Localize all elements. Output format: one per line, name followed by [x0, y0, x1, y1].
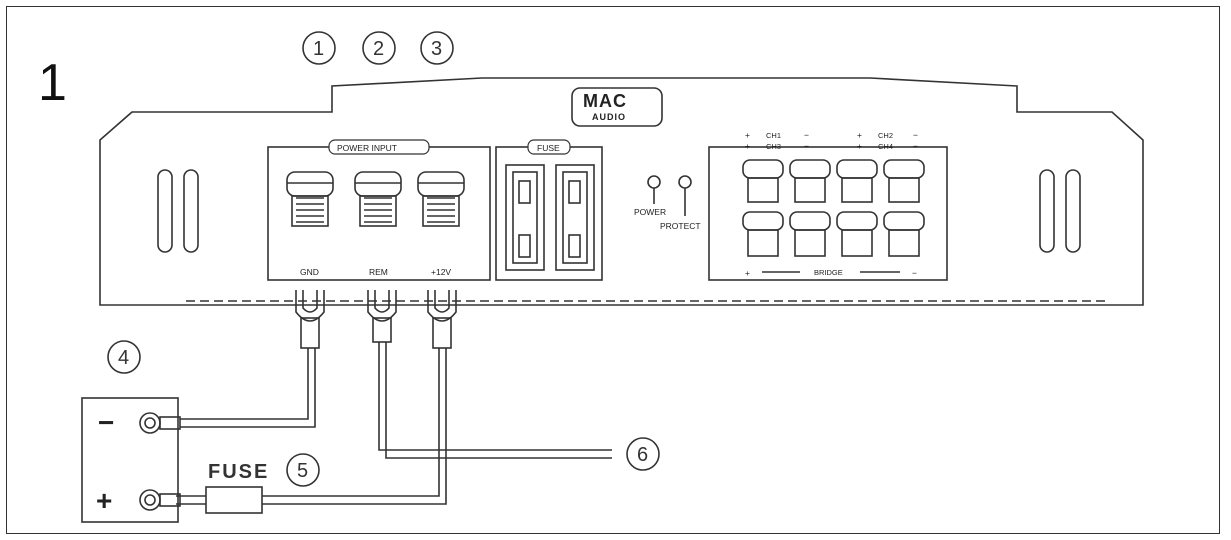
power-input-block — [267, 146, 491, 281]
bridge-label: BRIDGE — [814, 268, 843, 277]
led-label-protect: PROTECT — [660, 221, 701, 231]
callout-circle-2 — [362, 31, 396, 65]
terminal-label-12v: +12V — [431, 267, 451, 277]
callout-1: 1 — [313, 38, 324, 60]
callout-circle-1 — [302, 31, 336, 65]
rem-fork-connector — [367, 290, 397, 322]
terminal-label-gnd: GND — [300, 267, 319, 277]
ch4-minus: − — [913, 141, 918, 151]
ch2-plus: + — [857, 130, 862, 140]
brand-line2: AUDIO — [592, 112, 626, 122]
protect-led — [678, 175, 692, 189]
ch1-minus: − — [804, 130, 809, 140]
right-vent-1 — [1039, 169, 1055, 253]
bridge-plus: + — [745, 268, 750, 278]
battery-minus-sign: − — [98, 407, 114, 438]
figure-frame — [6, 6, 1220, 534]
callout-2: 2 — [373, 38, 384, 60]
rem-wire — [378, 342, 612, 459]
ch3-minus: − — [804, 141, 809, 151]
ch1-label: CH1 — [766, 131, 781, 140]
fuse-block-title: FUSE — [537, 143, 560, 153]
callout-6: 6 — [637, 444, 648, 466]
brand-line1: MAC — [583, 91, 627, 111]
callout-circle-6 — [626, 437, 660, 471]
fuse-to-battery-wire — [176, 495, 206, 505]
battery-box — [81, 397, 179, 523]
ch2-label: CH2 — [878, 131, 893, 140]
ch3-plus: + — [745, 141, 750, 151]
callout-3: 3 — [431, 38, 442, 60]
led-label-power: POWER — [634, 207, 666, 217]
brand-logo — [571, 87, 663, 127]
speaker-terminals-bottom — [742, 211, 925, 257]
callout-4: 4 — [118, 347, 129, 369]
ch2-minus: − — [913, 130, 918, 140]
inline-fuse-label: FUSE — [208, 461, 269, 483]
battery-positive-terminal — [139, 489, 161, 511]
speaker-terminal-block — [708, 146, 948, 281]
ch1-plus: + — [745, 130, 750, 140]
bridge-minus: − — [912, 268, 917, 278]
inline-fuse — [205, 486, 263, 514]
callout-circle-4 — [107, 340, 141, 374]
ch3-label: CH3 — [766, 142, 781, 151]
gnd-fork-connector — [295, 290, 325, 322]
terminal-screw-rem — [354, 171, 402, 227]
right-vent-2 — [1065, 169, 1081, 253]
terminal-label-rem: REM — [369, 267, 388, 277]
callout-5: 5 — [297, 460, 308, 482]
fuse-holder-1 — [505, 164, 545, 271]
left-vent-1 — [157, 169, 173, 253]
terminal-screw-gnd — [286, 171, 334, 227]
callout-circle-5 — [286, 453, 320, 487]
terminal-screw-12v — [417, 171, 465, 227]
fuse-holder-2 — [555, 164, 595, 271]
ch4-label: CH4 — [878, 142, 893, 151]
12v-wire — [262, 348, 447, 505]
left-vent-2 — [183, 169, 199, 253]
callout-circle-3 — [420, 31, 454, 65]
power-led — [647, 175, 661, 189]
gnd-wire — [180, 348, 316, 428]
amplifier-body — [99, 77, 1144, 306]
fuse-block — [495, 146, 603, 281]
figure-number: 1 — [38, 54, 67, 112]
speaker-terminals-top — [742, 159, 925, 203]
power-input-title: POWER INPUT — [337, 143, 397, 153]
12v-fork-connector — [427, 290, 457, 322]
battery-plus-sign: + — [96, 485, 112, 516]
battery-negative-terminal — [139, 412, 161, 434]
ch4-plus: + — [857, 141, 862, 151]
